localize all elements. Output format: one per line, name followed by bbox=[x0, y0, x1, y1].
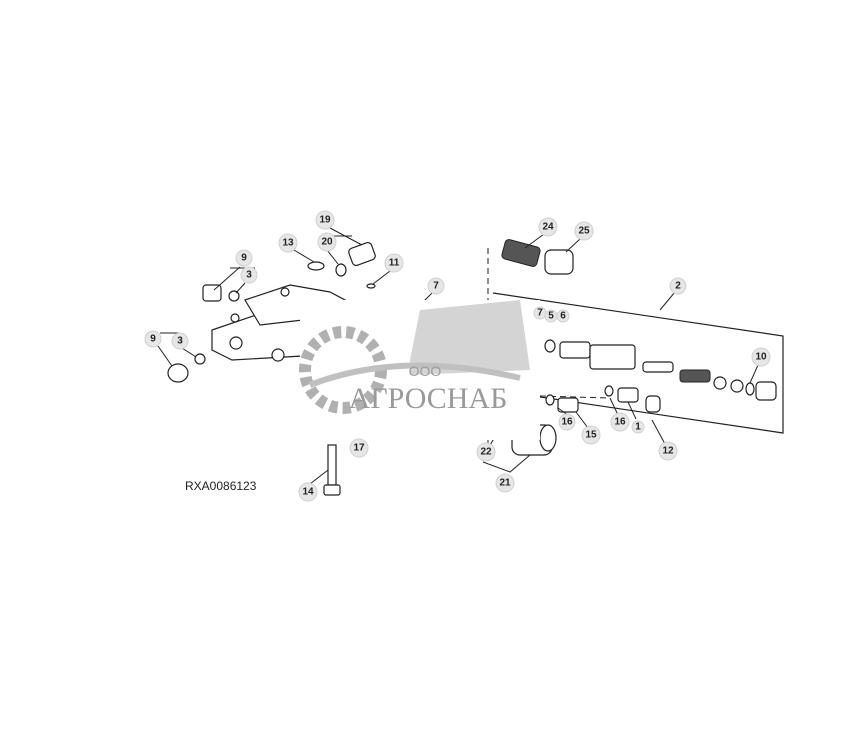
svg-text:3: 3 bbox=[177, 336, 183, 347]
callout: 9 bbox=[235, 249, 253, 267]
svg-text:14: 14 bbox=[302, 487, 314, 498]
callout: 1 bbox=[631, 420, 645, 434]
cap-25 bbox=[544, 249, 574, 275]
callout: 25 bbox=[574, 221, 594, 241]
callout: 10 bbox=[751, 347, 771, 367]
svg-text:9: 9 bbox=[241, 253, 247, 264]
svg-text:25: 25 bbox=[578, 226, 590, 237]
watermark-top: ООО bbox=[409, 363, 442, 379]
bolt-14 bbox=[323, 444, 341, 496]
svg-text:22: 22 bbox=[480, 447, 492, 458]
figure-id: RXA0086123 bbox=[185, 479, 257, 493]
svg-text:19: 19 bbox=[319, 215, 331, 226]
svg-text:17: 17 bbox=[353, 443, 365, 454]
assembly-panel bbox=[492, 292, 784, 434]
callout: 15 bbox=[581, 425, 601, 445]
svg-text:20: 20 bbox=[321, 237, 333, 248]
svg-text:15: 15 bbox=[585, 430, 597, 441]
watermark-name: АГРОСНАБ bbox=[349, 382, 508, 415]
svg-text:7: 7 bbox=[433, 281, 439, 292]
o-ring-13 bbox=[307, 261, 325, 271]
callout: 7 bbox=[533, 306, 547, 320]
fitting-19 bbox=[348, 241, 376, 267]
svg-text:13: 13 bbox=[282, 238, 294, 249]
callout: 12 bbox=[658, 441, 678, 461]
callout: 16 bbox=[558, 413, 576, 431]
plug-lower bbox=[167, 353, 206, 383]
svg-text:21: 21 bbox=[499, 478, 511, 489]
callout: 24 bbox=[538, 217, 558, 237]
callout: 14 bbox=[298, 482, 318, 502]
spool-parts bbox=[544, 339, 777, 413]
callout: 3 bbox=[171, 332, 189, 350]
callout: 6 bbox=[556, 309, 570, 323]
svg-text:11: 11 bbox=[389, 258, 400, 269]
callout: 5 bbox=[544, 309, 558, 323]
callout: 16 bbox=[610, 412, 630, 432]
callout: 11 bbox=[384, 253, 404, 273]
o-ring-11 bbox=[366, 283, 376, 289]
callout: 22 bbox=[476, 442, 496, 462]
svg-text:7: 7 bbox=[537, 308, 543, 319]
spring-24 bbox=[501, 239, 541, 267]
svg-text:6: 6 bbox=[560, 311, 566, 322]
callout: 17 bbox=[349, 438, 369, 458]
svg-text:10: 10 bbox=[755, 352, 767, 363]
watermark-logo: ООО АГРОСНАБ bbox=[299, 300, 540, 440]
callout: 3 bbox=[240, 266, 258, 284]
svg-text:1: 1 bbox=[635, 422, 641, 433]
svg-text:24: 24 bbox=[542, 222, 554, 233]
svg-text:3: 3 bbox=[246, 270, 252, 281]
svg-text:12: 12 bbox=[662, 446, 674, 457]
callout: 7 bbox=[427, 277, 445, 295]
o-ring-20 bbox=[335, 263, 347, 277]
svg-text:16: 16 bbox=[561, 417, 573, 428]
callout: 2 bbox=[669, 277, 687, 295]
callout: 9 bbox=[144, 330, 162, 348]
callout: 13 bbox=[278, 233, 298, 253]
svg-text:2: 2 bbox=[675, 281, 681, 292]
plug-upper bbox=[202, 284, 240, 302]
callout: 20 bbox=[317, 232, 337, 252]
svg-text:5: 5 bbox=[548, 311, 554, 322]
callout: 21 bbox=[495, 473, 515, 493]
svg-text:9: 9 bbox=[150, 334, 156, 345]
svg-text:16: 16 bbox=[614, 417, 626, 428]
callout: 19 bbox=[315, 210, 335, 230]
